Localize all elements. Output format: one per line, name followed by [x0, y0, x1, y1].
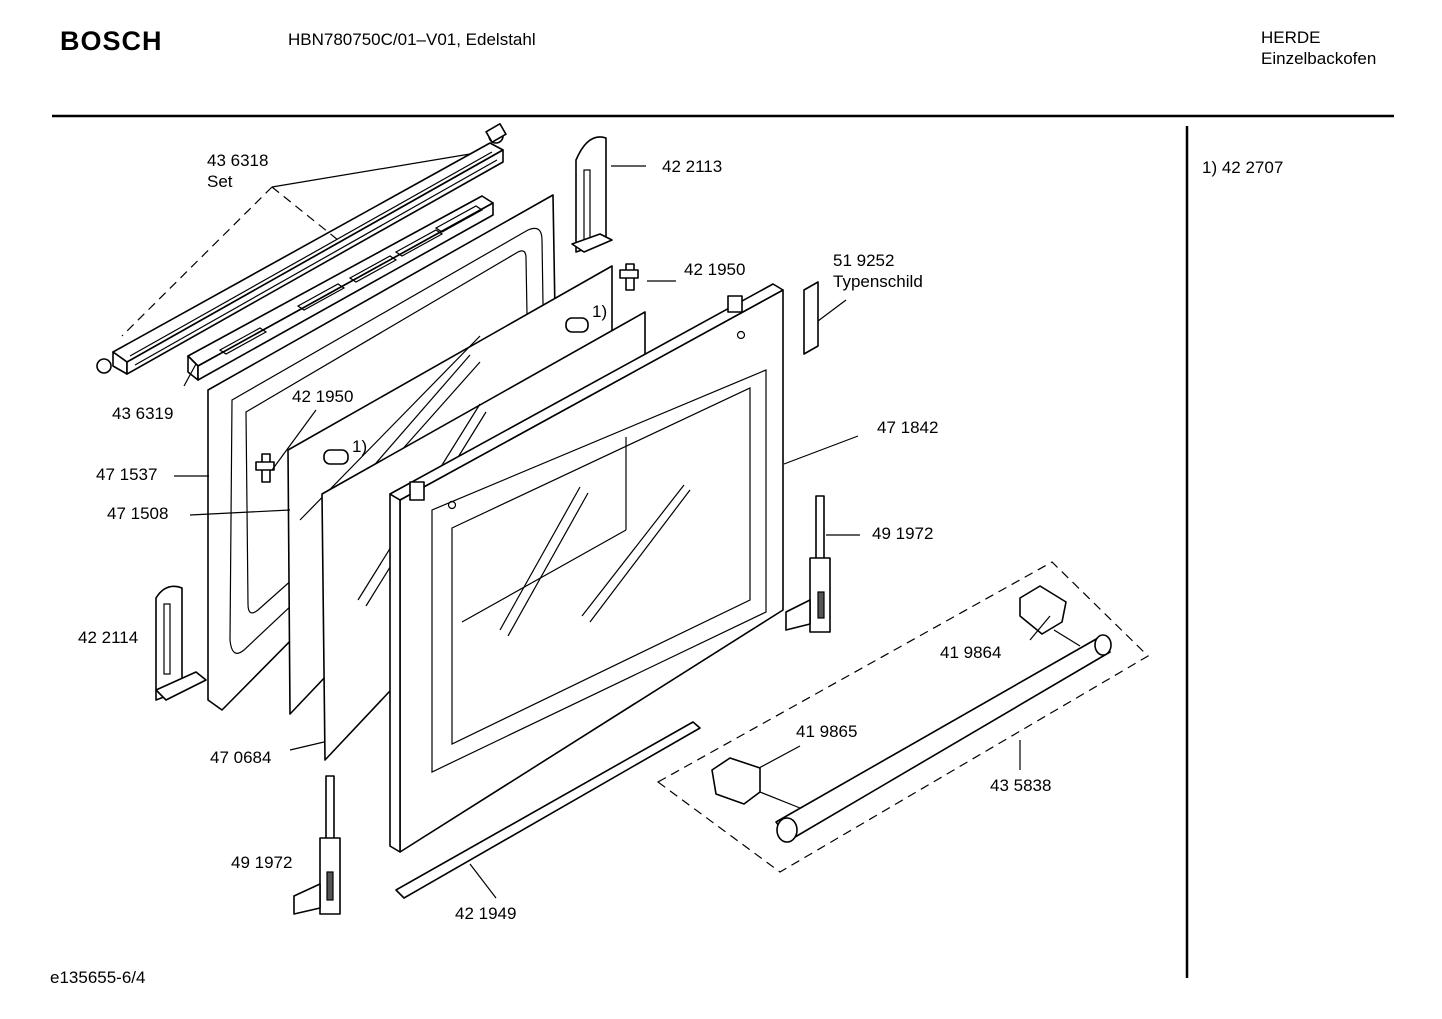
- handle-group-box: [656, 561, 1149, 873]
- label-set: Set: [207, 172, 233, 191]
- label-49-1972-left: 49 1972: [231, 853, 292, 872]
- label-42-1950-top: 42 1950: [684, 260, 745, 279]
- label-43-6318: 43 6318: [207, 151, 268, 170]
- label-43-6319: 43 6319: [112, 404, 173, 423]
- spacer-2-part: [323, 449, 349, 465]
- end-cap-right-part: [1019, 585, 1081, 647]
- callout-ref-2: 1): [352, 437, 367, 456]
- label-47-0684: 47 0684: [210, 748, 271, 767]
- category-line-2: Einzelbackofen: [1261, 49, 1377, 68]
- end-cap-left-part: [711, 757, 801, 809]
- label-typenschild: Typenschild: [833, 272, 923, 291]
- drawing-id: e135655-6/4: [50, 968, 146, 987]
- front-rail-part: [187, 195, 494, 381]
- label-47-1508: 47 1508: [107, 504, 168, 523]
- name-plate-part: [803, 281, 819, 355]
- callout-ref-1: 1): [592, 302, 607, 321]
- clip-mid-part: [255, 453, 275, 483]
- label-47-1842: 47 1842: [877, 418, 938, 437]
- outer-door-part: [389, 283, 784, 853]
- leader-lines: [121, 153, 1051, 899]
- label-42-1949: 42 1949: [455, 904, 516, 923]
- footnote-1: 1) 42 2707: [1202, 158, 1284, 177]
- clip-top-part: [619, 263, 639, 291]
- spacer-1-part: [565, 317, 589, 333]
- label-49-1972-right: 49 1972: [872, 524, 933, 543]
- bracket-right-part: [571, 136, 613, 253]
- brand-logo: BOSCH: [60, 26, 163, 56]
- hinge-left-part: [293, 775, 341, 915]
- model-title: HBN780750C/01–V01, Edelstahl: [288, 30, 536, 49]
- label-42-2113: 42 2113: [662, 157, 722, 176]
- label-43-5838: 43 5838: [990, 776, 1051, 795]
- category-block: HERDE Einzelbackofen: [1261, 27, 1376, 69]
- category-line-1: HERDE: [1261, 28, 1321, 47]
- bracket-left-part: [155, 585, 207, 701]
- label-51-9252: 51 9252: [833, 251, 894, 270]
- label-42-2114: 42 2114: [78, 628, 138, 647]
- seal-strip-part: [395, 721, 701, 899]
- label-47-1537: 47 1537: [96, 465, 157, 484]
- top-rail-part: [96, 123, 507, 375]
- part-labels: 43 6318 Set 43 6319 42 2113 42 1950 51 9…: [78, 151, 1051, 923]
- handle-bar-part: [775, 634, 1112, 843]
- label-42-1950-mid: 42 1950: [292, 387, 353, 406]
- label-41-9864: 41 9864: [940, 643, 1001, 662]
- label-41-9865: 41 9865: [796, 722, 857, 741]
- hinge-right-part: [785, 495, 831, 633]
